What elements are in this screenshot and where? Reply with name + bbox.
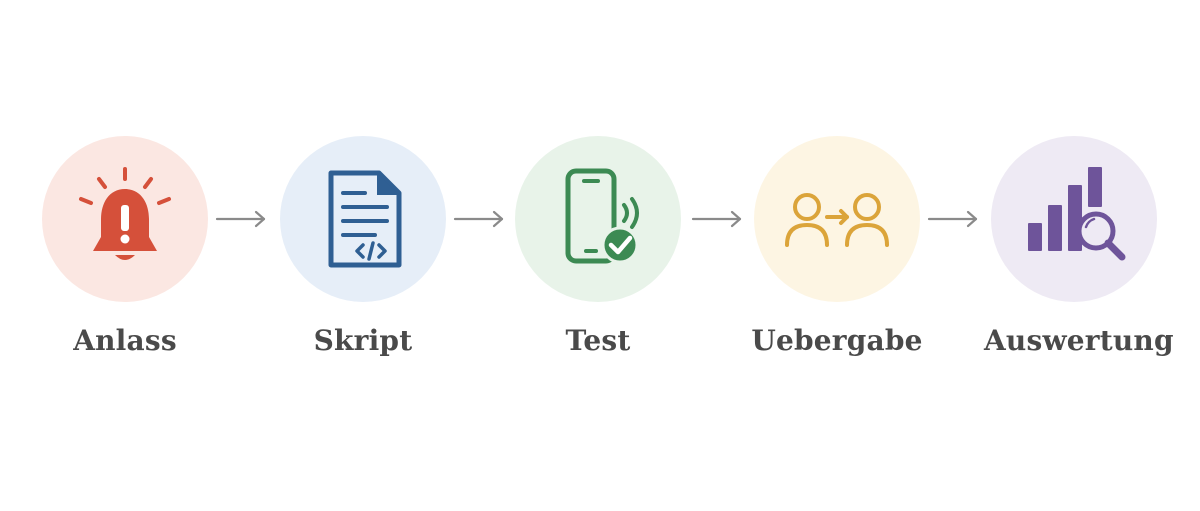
step-skript: Skript — [273, 136, 453, 357]
step-label: Test — [565, 324, 631, 357]
step-circle — [42, 136, 208, 302]
step-label: Auswertung — [984, 324, 1174, 357]
step-auswertung: Auswertung — [984, 136, 1174, 357]
step-anlass: Anlass — [35, 136, 215, 357]
step-circle — [280, 136, 446, 302]
step-circle — [754, 136, 920, 302]
arrow-right-icon — [691, 209, 743, 229]
arrow-right-icon — [215, 209, 267, 229]
handover-icon — [785, 193, 889, 247]
analytics-chart-icon — [1028, 167, 1126, 261]
alarm-bell-icon — [79, 167, 171, 260]
arrow-right-icon — [927, 209, 979, 229]
phone-check-icon — [565, 168, 639, 264]
arrow-right-icon — [453, 209, 505, 229]
script-document-icon — [328, 170, 402, 268]
step-label: Anlass — [73, 324, 177, 357]
step-label: Uebergabe — [751, 324, 923, 357]
step-test: Test — [508, 136, 688, 357]
step-uebergabe: Uebergabe — [747, 136, 927, 357]
step-label: Skript — [313, 324, 413, 357]
step-circle — [991, 136, 1157, 302]
step-circle — [515, 136, 681, 302]
